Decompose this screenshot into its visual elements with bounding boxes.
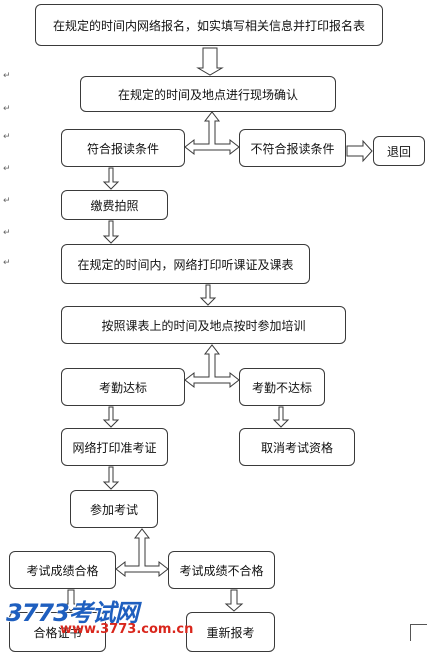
step-print-admission-label: 网络打印准考证 (72, 440, 157, 455)
step-cancel-eligibility-label: 取消考试资格 (260, 440, 333, 455)
paragraph-mark: ↵ (3, 70, 11, 80)
step-take-exam: 参加考试 (70, 490, 158, 528)
arrow-admission-to-exam (102, 466, 120, 490)
step-refund-label: 退回 (386, 144, 411, 159)
paragraph-mark: ↵ (3, 131, 11, 141)
watermark-url: www.3773.com.cn (60, 622, 194, 637)
step-pay-photo: 缴费拍照 (61, 190, 168, 220)
page-corner-mark (410, 624, 427, 641)
step-print-notice-label: 在规定的时间内，网络打印听课证及课表 (77, 257, 294, 272)
step-meets-conditions: 符合报读条件 (61, 129, 185, 167)
step-refund: 退回 (373, 136, 425, 166)
arrow-training-branch (184, 344, 240, 389)
arrow-exam-branch (115, 528, 169, 578)
arrow-register-to-confirm (196, 47, 224, 76)
step-certificate-label: 合格证书 (33, 625, 82, 640)
step-print-admission: 网络打印准考证 (61, 428, 168, 466)
step-pay-photo-label: 缴费拍照 (90, 198, 139, 213)
step-attendance-ok: 考勤达标 (61, 368, 185, 406)
arrow-notice-to-training (199, 284, 217, 306)
arrow-notok-to-cancel (272, 406, 290, 428)
step-attend-training-label: 按照课表上的时间及地点按时参加培训 (101, 318, 306, 333)
arrow-to-refund (346, 139, 373, 163)
step-register-online-label: 在规定的时间内网络报名，如实填写相关信息并打印报名表 (52, 18, 365, 33)
arrow-fail-to-retake (224, 589, 244, 612)
step-register-online: 在规定的时间内网络报名，如实填写相关信息并打印报名表 (35, 4, 383, 46)
arrow-confirm-branch (184, 111, 240, 156)
step-exam-fail: 考试成绩不合格 (168, 551, 275, 589)
paragraph-mark: ↵ (3, 257, 11, 267)
step-exam-pass: 考试成绩合格 (9, 551, 116, 589)
watermark-logo: 3773考试网 (6, 599, 139, 627)
paragraph-mark: ↵ (3, 103, 11, 113)
step-attendance-not-ok: 考勤不达标 (239, 368, 325, 406)
paragraph-mark: ↵ (3, 195, 11, 205)
step-attendance-not-ok-label: 考勤不达标 (251, 380, 312, 395)
arrow-ok-to-admission (102, 406, 120, 428)
step-retake-label: 重新报考 (206, 625, 255, 640)
step-exam-pass-label: 考试成绩合格 (26, 563, 99, 578)
step-onsite-confirm: 在规定的时间及地点进行现场确认 (80, 76, 336, 112)
arrow-pay-to-notice (102, 220, 120, 244)
step-cancel-eligibility: 取消考试资格 (239, 428, 355, 466)
step-exam-fail-label: 考试成绩不合格 (179, 563, 264, 578)
step-meets-conditions-label: 符合报读条件 (86, 141, 159, 156)
step-not-meets-conditions: 不符合报读条件 (239, 129, 346, 167)
arrow-meets-to-pay (102, 167, 120, 190)
step-attendance-ok-label: 考勤达标 (98, 380, 147, 395)
step-not-meets-conditions-label: 不符合报读条件 (250, 141, 335, 156)
step-onsite-confirm-label: 在规定的时间及地点进行现场确认 (117, 87, 298, 102)
paragraph-mark: ↵ (3, 227, 11, 237)
step-certificate: 合格证书 (9, 612, 106, 652)
step-take-exam-label: 参加考试 (89, 502, 138, 517)
arrow-pass-to-certificate (61, 589, 81, 612)
step-attend-training: 按照课表上的时间及地点按时参加培训 (61, 306, 346, 344)
paragraph-mark: ↵ (3, 163, 11, 173)
step-print-notice: 在规定的时间内，网络打印听课证及课表 (61, 244, 310, 284)
step-retake: 重新报考 (186, 612, 275, 652)
